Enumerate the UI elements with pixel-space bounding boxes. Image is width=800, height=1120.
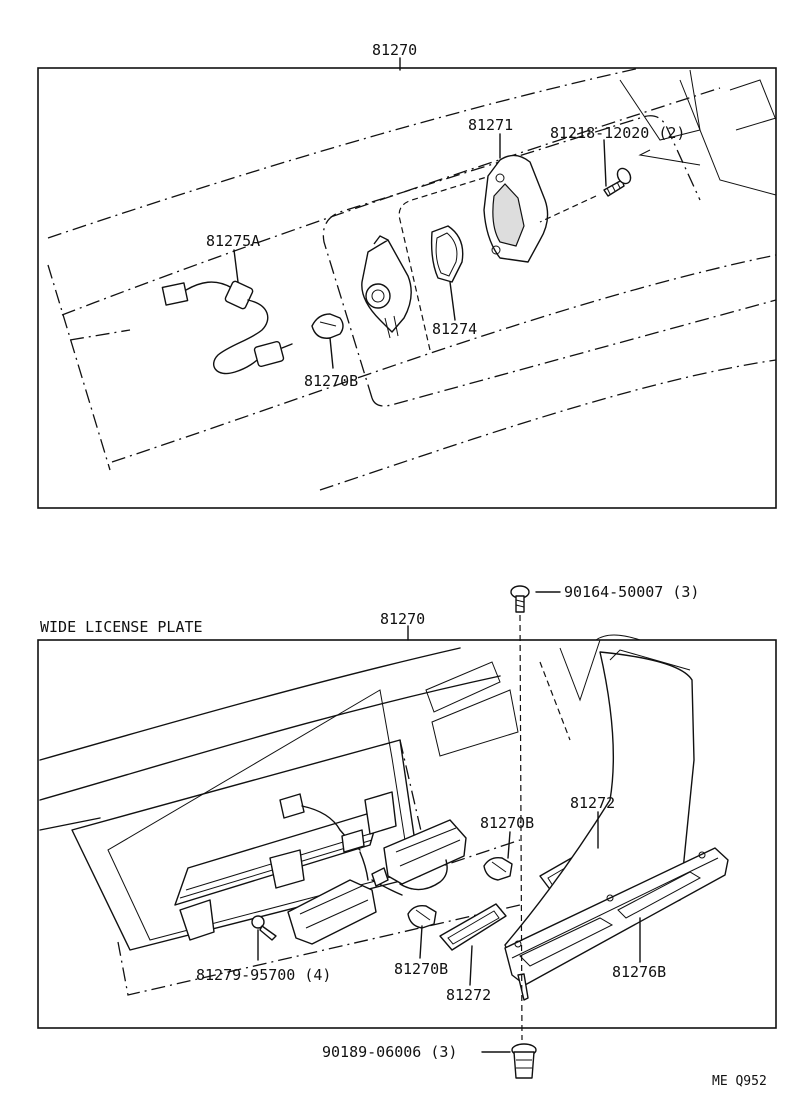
label-81270b-top: 81270B	[304, 372, 358, 390]
bulb-bottom-upper	[483, 856, 513, 881]
top-panel-frame	[37, 67, 777, 509]
label-81270b-upper: 81270B	[480, 814, 534, 832]
screw-top	[603, 167, 632, 197]
label-81270-top: 81270	[372, 41, 417, 59]
label-90189-06006: 90189-06006 (3)	[322, 1043, 457, 1061]
callout-labels-bottom: 90164-50007 (3) 81270 81272 81270B 81279…	[196, 583, 699, 1061]
label-90164-50007: 90164-50007 (3)	[564, 583, 699, 601]
section-title: WIDE LICENSE PLATE	[40, 618, 203, 636]
label-81279-95700: 81279-95700 (4)	[196, 966, 331, 984]
label-81270b-lower: 81270B	[394, 960, 448, 978]
bottom-panel: WIDE LICENSE PLATE	[37, 583, 777, 1079]
bulb-bottom-lower	[407, 904, 437, 929]
label-81275a: 81275A	[206, 232, 260, 250]
drawing-code: ME Q952	[712, 1074, 767, 1089]
label-81271: 81271	[468, 116, 513, 134]
lens-housing	[483, 154, 549, 263]
wiring-harness	[161, 280, 293, 375]
screw-clip-bottom	[511, 1043, 537, 1079]
garnish	[504, 634, 729, 1001]
label-81272-lower: 81272	[446, 986, 491, 1004]
label-81276b: 81276B	[612, 963, 666, 981]
label-81274: 81274	[432, 320, 477, 338]
callout-labels: 81270 81271 81218-12020 (2) 81275A 81274…	[206, 41, 685, 390]
bottom-panel-frame	[37, 639, 777, 1029]
label-81218-12020: 81218-12020 (2)	[550, 124, 685, 142]
screw-clip-top	[510, 585, 530, 613]
label-81270-bottom: 81270	[380, 610, 425, 628]
bulb-top	[311, 313, 344, 339]
top-panel: 81270 81271 81218-12020 (2) 81275A 81274…	[37, 41, 777, 509]
lamp-socket	[361, 235, 412, 339]
lens-left	[439, 903, 507, 951]
label-81272-upper: 81272	[570, 794, 615, 812]
